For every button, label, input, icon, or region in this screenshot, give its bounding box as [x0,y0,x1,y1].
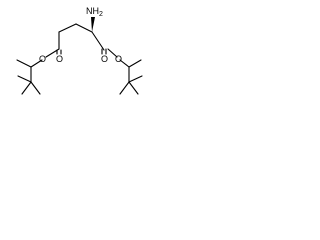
bond [119,81,130,95]
oxygen-label-right-carbonyl: O [101,54,108,64]
oxygen-label-left-ester: O [39,54,46,64]
bond [58,23,77,33]
bond [75,23,93,33]
bond [128,75,143,83]
bond [21,81,32,95]
bond [30,59,43,68]
oxygen-label-left-carbonyl: O [56,54,63,64]
amine-text: NH [86,6,99,16]
structure-diagram: NH2 O O O O [16,6,143,95]
bond [30,81,41,95]
bond [119,59,130,68]
bond [128,59,142,68]
bond [17,75,32,83]
bond [128,81,139,95]
amine-label: NH2 [86,6,103,18]
bond [16,59,32,68]
wedge-bond [91,17,95,32]
bond [107,48,118,58]
oxygen-label-right-ester: O [115,54,122,64]
bond [91,31,105,51]
amine-subscript: 2 [99,11,103,18]
